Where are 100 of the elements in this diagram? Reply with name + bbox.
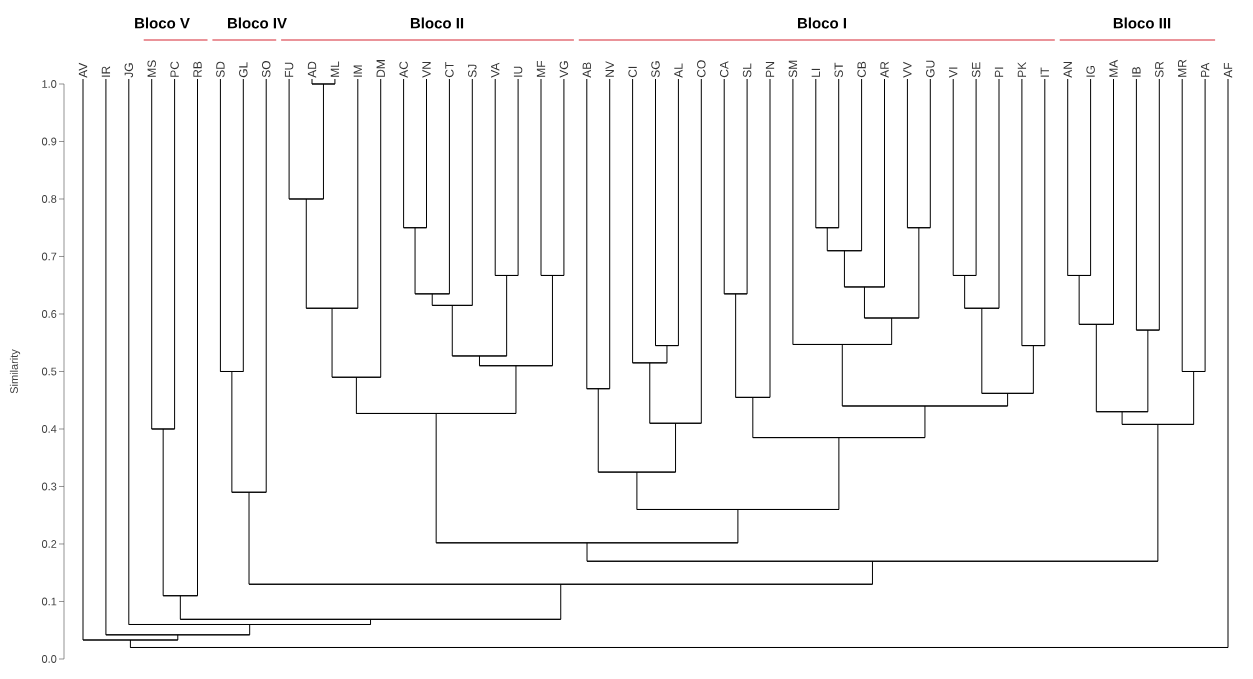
group-label: Bloco II xyxy=(410,17,464,29)
branch-line xyxy=(792,78,794,345)
leaf-label: SE xyxy=(971,62,981,78)
branch-line xyxy=(560,583,562,620)
leaf-label: CI xyxy=(628,66,637,78)
branch-line xyxy=(128,78,130,625)
branch-line xyxy=(334,78,336,85)
leaf-label: PA xyxy=(1201,62,1210,77)
leaf-label: PC xyxy=(170,61,179,77)
branch-line xyxy=(1044,78,1046,347)
tick-label: 0.4 xyxy=(41,425,57,433)
branch-line xyxy=(998,78,1000,309)
branch-line xyxy=(1078,274,1080,325)
leaf-label: IB xyxy=(1132,67,1141,77)
branch-line xyxy=(435,412,437,544)
branch-line xyxy=(82,78,84,641)
axis-title: Similarity xyxy=(9,349,21,394)
branch-line xyxy=(431,293,433,306)
branch-line xyxy=(723,78,725,295)
branch-line xyxy=(1007,392,1009,407)
leaf-label: RB xyxy=(193,61,202,77)
leaf-label: MR xyxy=(1178,59,1187,77)
leaf-label: LI xyxy=(811,68,820,77)
branch-line xyxy=(586,542,588,562)
branch-line xyxy=(636,471,638,510)
leaf-label: SM xyxy=(788,60,798,78)
branch-line xyxy=(355,376,357,414)
branch-line xyxy=(737,509,739,544)
branch-line xyxy=(884,78,885,288)
tick-label: 0.5 xyxy=(41,367,57,376)
leaf-label: CB xyxy=(857,61,866,78)
leaf-label: IM xyxy=(353,65,362,77)
leaf-label: PK xyxy=(1017,61,1027,77)
branch-line xyxy=(677,78,679,347)
branch-line xyxy=(322,83,324,200)
leaf-label: VA xyxy=(491,62,500,78)
leaf-label: SL xyxy=(742,63,752,78)
branch-line xyxy=(1121,411,1123,425)
branch-line xyxy=(265,78,267,493)
branch-line xyxy=(197,78,198,597)
leaf-label: CA xyxy=(719,61,729,78)
branch-line xyxy=(906,78,908,229)
branch-line xyxy=(1067,78,1069,276)
branch-line xyxy=(918,227,920,319)
branch-line xyxy=(288,78,290,200)
branch-line xyxy=(414,227,416,295)
branch-line xyxy=(586,78,588,390)
tick-label: 0.6 xyxy=(41,310,57,318)
branch-line xyxy=(981,307,983,394)
branch-line xyxy=(1135,78,1137,331)
leaf-label: JG xyxy=(124,63,134,78)
branch-line xyxy=(746,78,748,295)
branch-line xyxy=(1095,323,1097,413)
leaf-label: AC xyxy=(399,61,408,78)
branch-line xyxy=(305,198,307,309)
branch-line xyxy=(403,78,405,229)
branch-line xyxy=(1204,78,1206,372)
leaf-label: PN xyxy=(765,62,775,77)
leaf-label: IR xyxy=(101,66,111,77)
leaf-label: MF xyxy=(536,60,546,77)
leaf-label: ML xyxy=(330,61,340,77)
branch-line xyxy=(632,78,634,364)
leaf-label: AL xyxy=(674,63,683,78)
branch-line xyxy=(231,371,233,493)
branch-line xyxy=(655,78,656,347)
tick-label: 0.7 xyxy=(41,252,57,261)
branch-line xyxy=(105,78,107,636)
group-label: Bloco IV xyxy=(228,17,287,29)
branch-line xyxy=(609,78,611,390)
branch-line xyxy=(242,78,244,372)
leaf-label: ST xyxy=(834,62,843,78)
leaf-label: AN xyxy=(1063,62,1072,78)
leaf-label: IG xyxy=(1086,66,1095,77)
leaf-label: SO xyxy=(261,61,271,78)
branch-line xyxy=(863,286,865,319)
branch-line xyxy=(769,78,771,398)
leaf-label: CO xyxy=(697,60,706,78)
branch-line xyxy=(426,78,427,229)
branch-line xyxy=(517,78,519,276)
branch-line xyxy=(494,78,496,276)
group-label: Bloco I xyxy=(798,17,846,29)
branch-line xyxy=(177,634,179,641)
leaf-label: FU xyxy=(284,62,294,77)
branch-line xyxy=(826,227,828,252)
branch-line xyxy=(838,78,840,229)
leaf-label: VV xyxy=(903,61,912,78)
leaf-label: IU xyxy=(513,66,523,77)
branch-line xyxy=(841,343,843,407)
branch-line xyxy=(162,428,164,597)
branch-line xyxy=(471,78,473,306)
leaf-label: NV xyxy=(605,61,614,77)
leaf-label: SJ xyxy=(468,64,477,78)
leaf-label: VN xyxy=(422,62,431,78)
branch-line xyxy=(370,618,372,625)
leaf-label: SR xyxy=(1155,61,1164,78)
leaf-label: MS xyxy=(147,60,156,77)
leaf-label: AV xyxy=(78,62,88,78)
branch-line xyxy=(666,345,668,364)
leaf-label: AB xyxy=(582,62,591,78)
leaf-label: AD xyxy=(307,61,317,78)
